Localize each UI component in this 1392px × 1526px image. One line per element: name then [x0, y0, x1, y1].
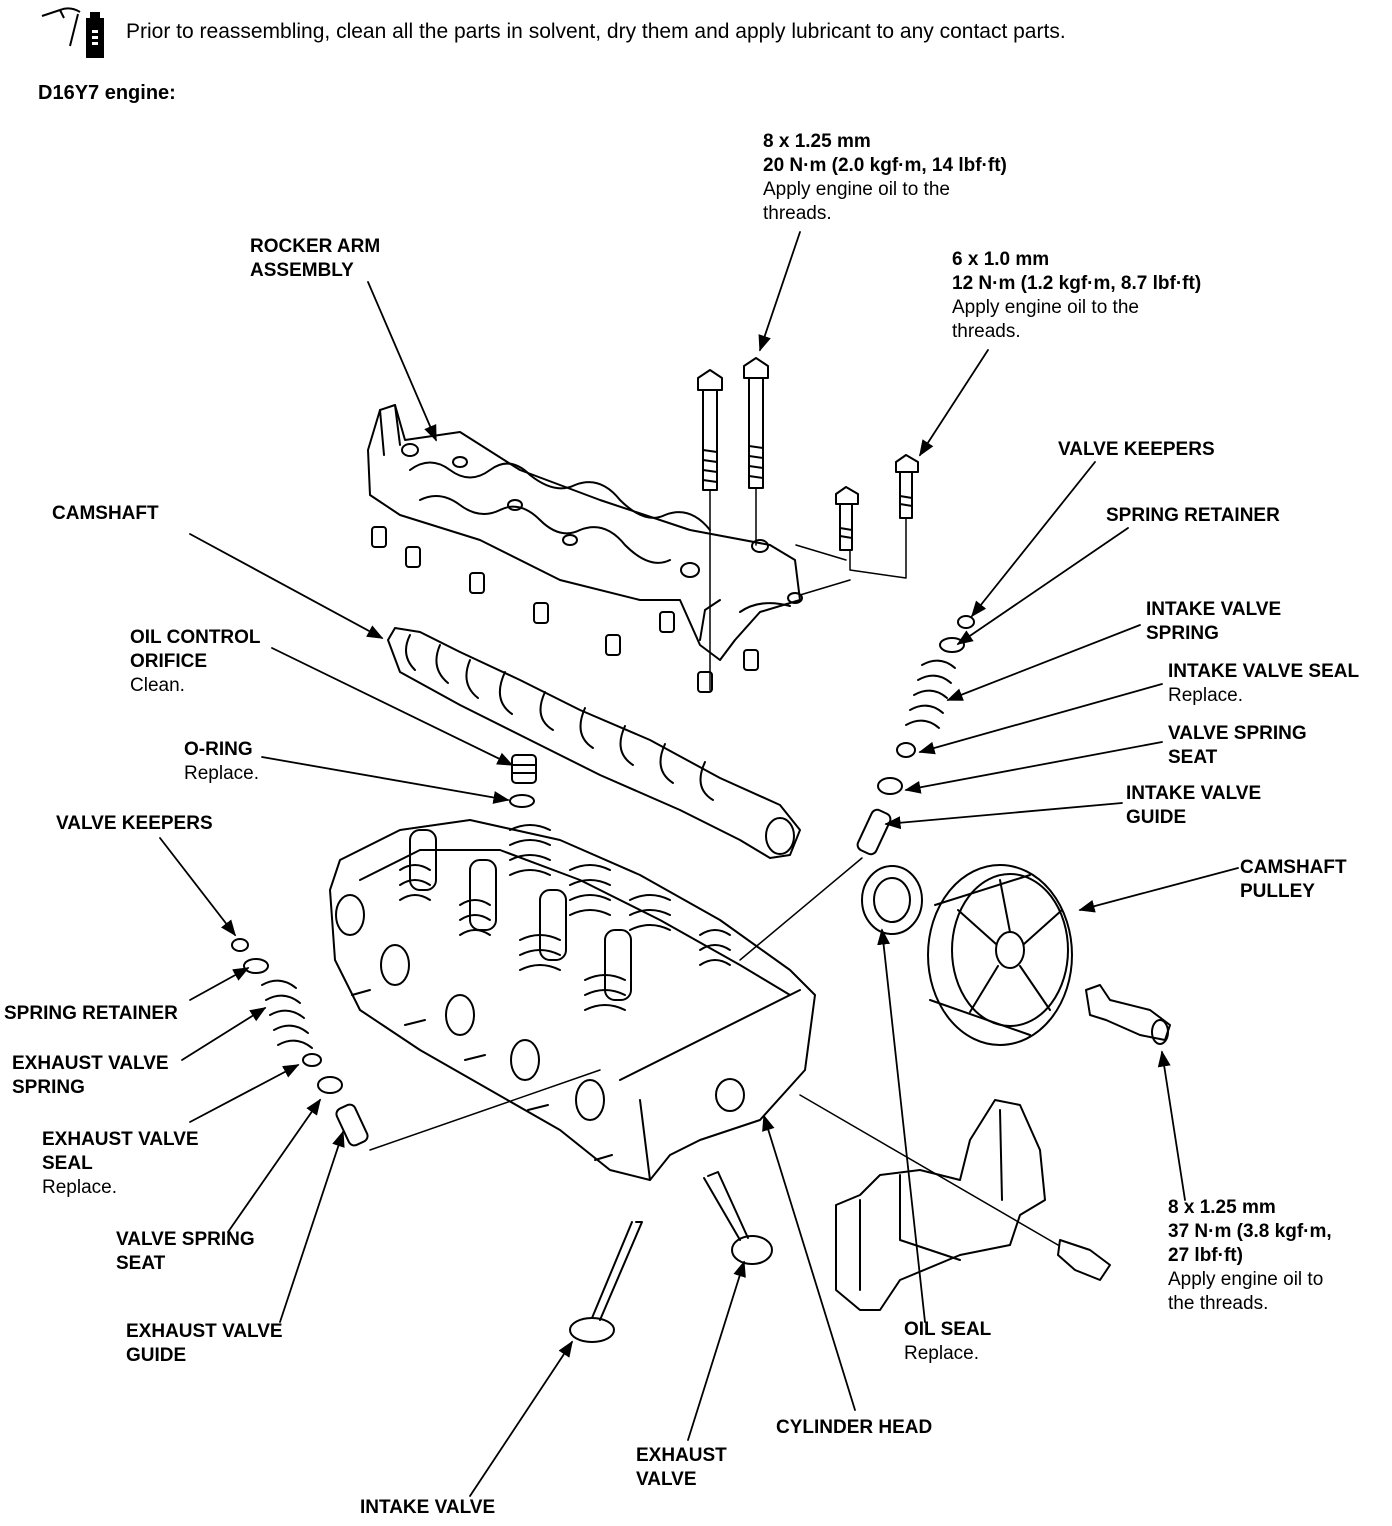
label-bolt-8x125-top: 8 x 1.25 mm 20 N·m (2.0 kgf·m, 14 lbf·ft…: [763, 131, 1007, 224]
exhaust-valve-train-drawing: [231, 938, 601, 1151]
label-exhaust-valve-spring: EXHAUST VALVE SPRING: [12, 1053, 169, 1098]
label-spring-retainer-left: SPRING RETAINER: [4, 1003, 178, 1024]
label-valve-keepers-left: VALVE KEEPERS: [56, 813, 213, 834]
label-bolt-8x125-pulley: 8 x 1.25 mm 37 N·m (3.8 kgf·m, 27 lbf·ft…: [1168, 1197, 1332, 1314]
label-rocker-arm-assembly: ROCKER ARM ASSEMBLY: [250, 236, 381, 281]
label-valve-spring-seat-right: VALVE SPRING SEAT: [1168, 723, 1307, 768]
label-intake-valve-seal: INTAKE VALVE SEAL Replace.: [1168, 661, 1360, 706]
pulley-bolt-drawing: [1085, 984, 1171, 1045]
oil-seal-drawing: [861, 865, 923, 935]
leader-lines: [159, 231, 1239, 1497]
lubricant-icon: [41, 7, 104, 58]
valves-drawing: [569, 1171, 773, 1343]
label-exhaust-valve-guide: EXHAUST VALVE GUIDE: [126, 1321, 283, 1366]
timing-belt-back-cover-drawing: [799, 1094, 1111, 1311]
label-intake-valve-spring: INTAKE VALVE SPRING: [1146, 599, 1282, 644]
rocker-arm-assembly-drawing: [367, 404, 803, 693]
engine-title: D16Y7 engine:: [38, 82, 176, 104]
header-note: Prior to reassembling, clean all the par…: [126, 20, 1066, 43]
intake-valve-train-drawing: [739, 615, 975, 961]
label-oil-control-orifice: OIL CONTROL ORIFICE Clean.: [130, 627, 261, 696]
label-camshaft-pulley: CAMSHAFT PULLEY: [1240, 857, 1347, 902]
camshaft-drawing: [387, 627, 801, 859]
label-spring-retainer-right: SPRING RETAINER: [1106, 505, 1280, 526]
label-intake-valve-guide: INTAKE VALVE GUIDE: [1126, 783, 1262, 828]
label-valve-spring-seat-left: VALVE SPRING SEAT: [116, 1229, 255, 1274]
label-bolt-6x10: 6 x 1.0 mm 12 N·m (1.2 kgf·m, 8.7 lbf·ft…: [952, 249, 1202, 342]
label-intake-valve: INTAKE VALVE: [360, 1497, 496, 1518]
camshaft-pulley-drawing: [927, 864, 1073, 1046]
label-camshaft: CAMSHAFT: [52, 503, 159, 524]
label-o-ring: O-RING Replace.: [184, 739, 259, 784]
label-exhaust-valve: EXHAUST VALVE: [636, 1445, 727, 1490]
head-bolts-drawing: [697, 357, 919, 691]
label-valve-keepers-right: VALVE KEEPERS: [1058, 439, 1215, 460]
label-cylinder-head: CYLINDER HEAD: [776, 1417, 933, 1438]
label-oil-seal: OIL SEAL Replace.: [904, 1319, 992, 1364]
label-exhaust-valve-seal: EXHAUST VALVE SEAL Replace.: [42, 1129, 199, 1198]
oil-control-orifice-drawing: [509, 754, 537, 808]
cylinder-head-drawing: [329, 819, 816, 1181]
